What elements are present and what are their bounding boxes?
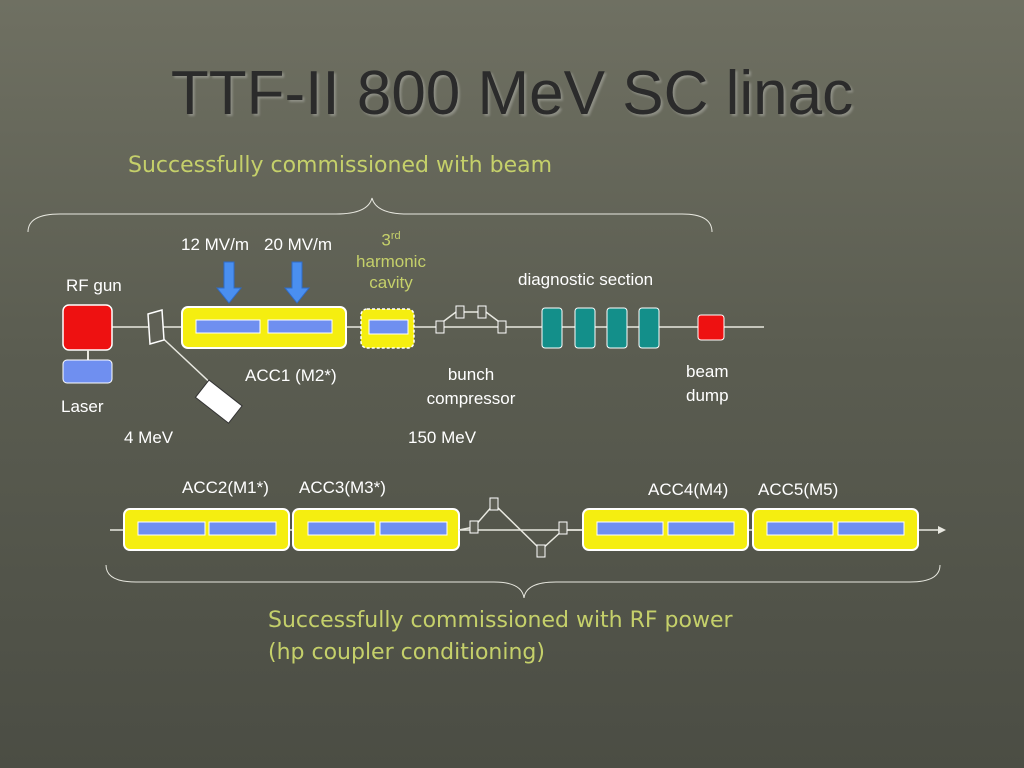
- dipole-magnet: [147, 309, 165, 345]
- arrow-20mvm: [283, 261, 311, 304]
- acc3-cavity-1: [307, 521, 376, 536]
- acc2-module: [123, 508, 290, 551]
- bunch-compressor-label-2: compressor: [426, 389, 516, 408]
- acc5-module: [752, 508, 919, 551]
- acc3-cavity-2: [379, 521, 448, 536]
- laser-label: Laser: [61, 397, 104, 416]
- harmonic-cavity-line3: cavity: [369, 272, 413, 292]
- harmonic-cavity: [368, 319, 409, 335]
- diagnostic-element-3: [606, 307, 628, 349]
- acc1-cavity-2: [267, 319, 333, 334]
- beam-dump-label-1: beam: [686, 362, 729, 381]
- gradient-20-label: 20 MV/m: [264, 235, 333, 254]
- acc4-cavity-1: [596, 521, 664, 536]
- bunch-compressor-label-1: bunch: [447, 365, 495, 384]
- bc-magnet-2: [455, 305, 465, 319]
- lc-magnet-2: [489, 497, 499, 511]
- top-brace: [27, 197, 713, 233]
- diagnostic-element-2: [574, 307, 596, 349]
- bottom-caption-line2: (hp coupler conditioning): [268, 640, 545, 665]
- acc4-module: [582, 508, 749, 551]
- acc3-label: ACC3(M3*): [299, 478, 386, 497]
- acc5-label: ACC5(M5): [758, 480, 839, 499]
- beam-dump-label-2: dump: [686, 386, 729, 405]
- bottom-caption-line1: Successfully commissioned with RF power: [268, 608, 733, 633]
- acc1-cavity-1: [195, 319, 261, 334]
- arrow-12mvm: [215, 261, 243, 304]
- energy-150mev-label: 150 MeV: [408, 428, 477, 447]
- acc4-label: ACC4(M4): [648, 480, 729, 499]
- acc2-cavity-1: [137, 521, 206, 536]
- top-caption: Successfully commissioned with beam: [128, 153, 553, 178]
- lc-magnet-3: [536, 544, 546, 558]
- acc2-cavity-2: [208, 521, 277, 536]
- acc4-cavity-2: [667, 521, 735, 536]
- rf-gun: [62, 304, 113, 351]
- energy-4mev-label: 4 MeV: [124, 428, 174, 447]
- bc-magnet-1: [435, 320, 445, 334]
- lc-magnet-1: [469, 520, 479, 534]
- slide-title: TTF-II 800 MeV SC linac: [170, 59, 854, 128]
- diagnostic-section-label: diagnostic section: [518, 270, 654, 289]
- harmonic-cavity-number: 3: [381, 230, 391, 250]
- acc1-label: ACC1 (M2*): [245, 366, 337, 385]
- acc5-cavity-1: [766, 521, 834, 536]
- laser: [62, 359, 113, 384]
- rf-gun-label: RF gun: [66, 276, 122, 295]
- beam-arrow-head: [938, 526, 946, 534]
- acc5-cavity-2: [837, 521, 905, 536]
- diagnostic-element-1: [541, 307, 563, 349]
- beam-dump: [697, 314, 725, 341]
- gradient-12-label: 12 MV/m: [181, 235, 250, 254]
- bc-magnet-4: [497, 320, 507, 334]
- gun-dump: [194, 379, 243, 424]
- bunch-compressor-path: [435, 311, 507, 328]
- bc-magnet-3: [477, 305, 487, 319]
- harmonic-cavity-suffix: rd: [390, 230, 401, 242]
- diagnostic-element-4: [638, 307, 660, 349]
- harmonic-cavity-line2: harmonic: [356, 251, 426, 271]
- acc2-label: ACC2(M1*): [182, 478, 269, 497]
- harmonic-cavity-label: 3rd harmonic cavity: [340, 226, 442, 293]
- lc-magnet-4: [558, 521, 568, 535]
- bottom-brace: [105, 564, 941, 599]
- acc1-module: [181, 306, 347, 349]
